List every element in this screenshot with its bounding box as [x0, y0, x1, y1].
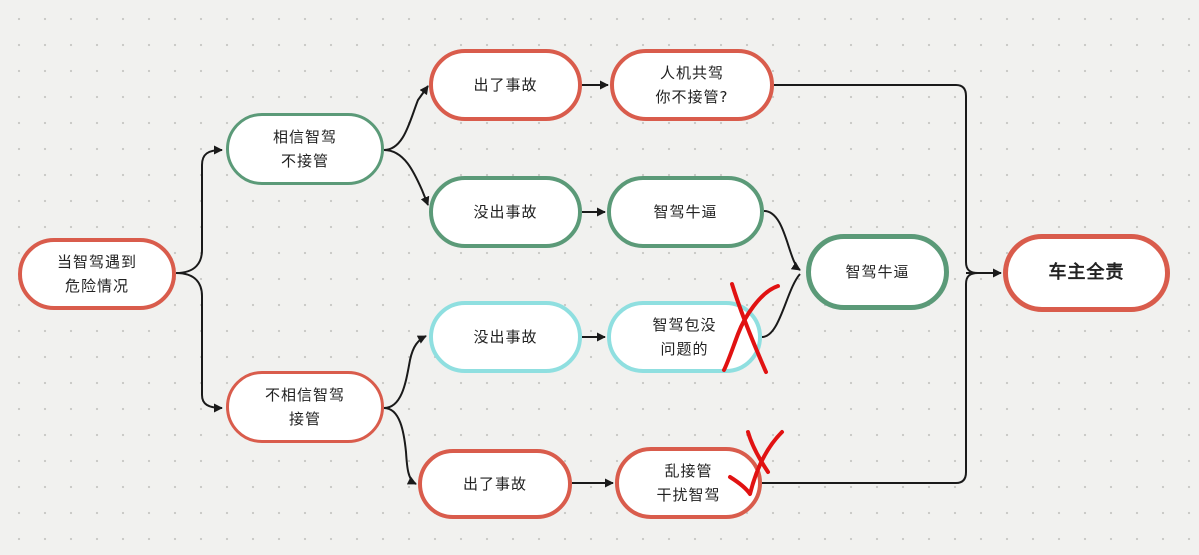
- cross-mark: [722, 282, 780, 374]
- node-distrust: 不相信智驾 接管: [226, 371, 384, 443]
- edge-trust-accident: [383, 85, 429, 151]
- edge-interfere-owner: [762, 272, 979, 484]
- node-start: 当智驾遇到 危险情况: [18, 238, 176, 310]
- edge-distrust-accident: [383, 407, 417, 485]
- edge-start-distrust: [175, 272, 223, 413]
- node-human-machine: 人机共驾 你不接管?: [610, 49, 774, 121]
- edge-awesome-merge: [763, 210, 801, 271]
- node-trust: 相信智驾 不接管: [226, 113, 384, 185]
- edge-trust-noaccident: [383, 149, 430, 206]
- check-mark: [728, 430, 784, 496]
- node-distrust-accident: 出了事故: [418, 449, 572, 519]
- edge-start-trust: [175, 145, 223, 274]
- edge-humanmachine-owner: [774, 84, 979, 274]
- node-distrust-no-accident: 没出事故: [429, 301, 582, 373]
- node-trust-no-accident: 没出事故: [429, 176, 582, 248]
- edge-guarantee-merge: [761, 273, 801, 338]
- node-awesome-1: 智驾牛逼: [607, 176, 764, 248]
- edge-distrust-noaccident: [383, 335, 427, 409]
- node-awesome-2: 智驾牛逼: [806, 234, 949, 310]
- node-owner-liable: 车主全责: [1003, 234, 1170, 312]
- node-trust-accident: 出了事故: [429, 49, 582, 121]
